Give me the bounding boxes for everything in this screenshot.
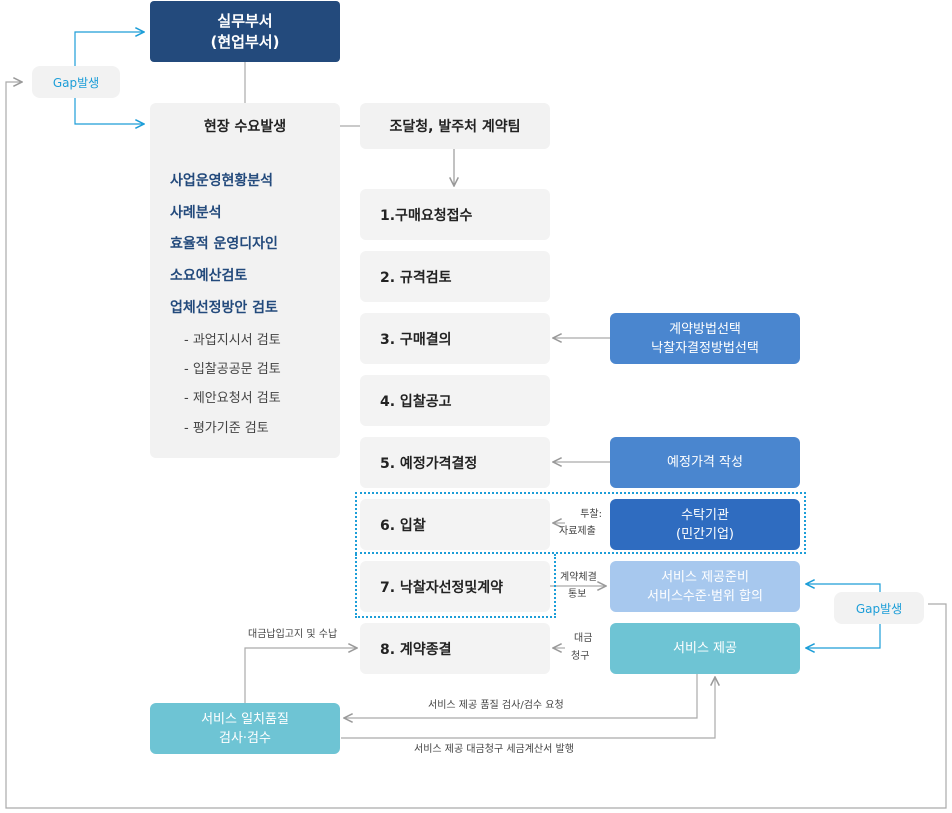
panel-item-3: 효율적 운영디자인 — [170, 236, 278, 252]
contractor-line1: 수탁기관 — [681, 507, 729, 523]
payment-label: 대금납입고지 및 수납 — [248, 629, 338, 640]
invoice-label-2: 청구 — [571, 651, 590, 662]
step-2-label: 2. 규격검토 — [380, 269, 452, 286]
step-4-label: 4. 입찰공고 — [380, 393, 452, 410]
step-1-label: 1.구매요청접수 — [380, 207, 473, 224]
price-line1: 예정가격 작성 — [667, 455, 743, 470]
inspection-to-service-arrow — [341, 677, 715, 739]
analysis-panel: 사업운영현황분석 사례분석 효율적 운영디자인 소요예산검토 업체선정방안 검토… — [150, 148, 340, 458]
gap-left-label: Gap발생 — [52, 75, 100, 90]
price-box: 예정가격 작성 — [610, 437, 800, 488]
gap-right-to-service-arrow — [806, 622, 881, 648]
service-prep-box: 서비스 제공준비 서비스수준·범위 합의 — [610, 561, 800, 612]
contract-method-box: 계약방법선택 낙찰자결정방법선택 — [610, 313, 800, 364]
demand-label: 현장 수요발생 — [203, 118, 287, 135]
service-provide-line1: 서비스 제공 — [673, 641, 737, 656]
dept-box: 실무부서 (현업부서) — [150, 1, 340, 62]
dept-line2: (현업부서) — [210, 32, 280, 51]
contract-method-line1: 계약방법선택 — [669, 321, 741, 337]
gap-right-badge: Gap발생 — [834, 592, 924, 624]
gap-right-label: Gap발생 — [855, 601, 903, 616]
step-3: 3. 구매결의 — [360, 313, 550, 364]
step-5: 5. 예정가격결정 — [360, 437, 550, 488]
dept-line1: 실무부서 — [217, 11, 273, 30]
tax-invoice-label: 서비스 제공 대금청구 세금계산서 발행 — [414, 744, 574, 755]
step-8: 8. 계약종결 — [360, 623, 550, 674]
step-5-label: 5. 예정가격결정 — [380, 455, 478, 472]
gap-left-to-dept-arrow — [74, 32, 144, 68]
step-3-label: 3. 구매결의 — [380, 331, 452, 348]
panel-item-1: 사업운영현황분석 — [170, 173, 274, 189]
step-2: 2. 규격검토 — [360, 251, 550, 302]
procure-box: 조달청, 발주처 계약팀 — [360, 103, 550, 149]
gap-right-to-prep-arrow — [806, 584, 881, 594]
inspection-line2: 검사·검수 — [219, 730, 271, 746]
bid-label-2: 자료제출 — [559, 526, 596, 537]
panel-item-5: 업체선정방안 검토 — [170, 300, 278, 316]
panel-sub-1: - 과업지시서 검토 — [184, 333, 281, 348]
quality-request-label: 서비스 제공 품질 검사/검수 요청 — [428, 700, 564, 711]
step-6-label: 6. 입찰 — [380, 517, 426, 534]
step-1: 1.구매요청접수 — [360, 189, 550, 240]
panel-sub-3: - 제안요청서 검토 — [184, 391, 281, 406]
panel-sub-2: - 입찰공공문 검토 — [184, 362, 281, 377]
panel-item-2: 사례분석 — [170, 205, 222, 221]
service-prep-line1: 서비스 제공준비 — [661, 569, 749, 585]
panel-sub-4: - 평가기준 검토 — [184, 421, 269, 436]
contract-method-line2: 낙찰자결정방법선택 — [651, 340, 759, 356]
demand-box: 현장 수요발생 — [150, 103, 340, 148]
contract-dotted-group — [355, 554, 556, 618]
service-to-inspection-arrow — [344, 674, 698, 718]
contractor-box: 수탁기관 (민간기업) — [610, 499, 800, 550]
contractor-line2: (민간기업) — [676, 526, 734, 542]
inspection-to-step8-arrow — [244, 648, 357, 703]
contract-label-2: 통보 — [568, 589, 587, 600]
step-4: 4. 입찰공고 — [360, 375, 550, 426]
bid-dotted-group — [355, 492, 806, 554]
outer-loop-arrow — [5, 82, 947, 809]
step-7-label: 7. 낙찰자선정및계약 — [380, 579, 503, 596]
inspection-box: 서비스 일치품질 검사·검수 — [150, 703, 340, 754]
service-provide-box: 서비스 제공 — [610, 623, 800, 674]
procure-label: 조달청, 발주처 계약팀 — [389, 119, 521, 135]
step-6: 6. 입찰 — [360, 499, 550, 550]
contract-label-1: 계약체결 — [560, 572, 597, 583]
panel-item-4: 소요예산검토 — [170, 268, 248, 284]
gap-left-to-demand-arrow — [74, 96, 144, 124]
gap-left-badge: Gap발생 — [32, 66, 120, 98]
step-8-label: 8. 계약종결 — [380, 641, 452, 658]
step-7: 7. 낙찰자선정및계약 — [360, 561, 550, 612]
inspection-line1: 서비스 일치품질 — [201, 711, 289, 727]
invoice-label-1: 대금 — [574, 633, 593, 644]
service-prep-line2: 서비스수준·범위 합의 — [647, 588, 763, 604]
bid-label-1: 투찰: — [580, 509, 602, 520]
